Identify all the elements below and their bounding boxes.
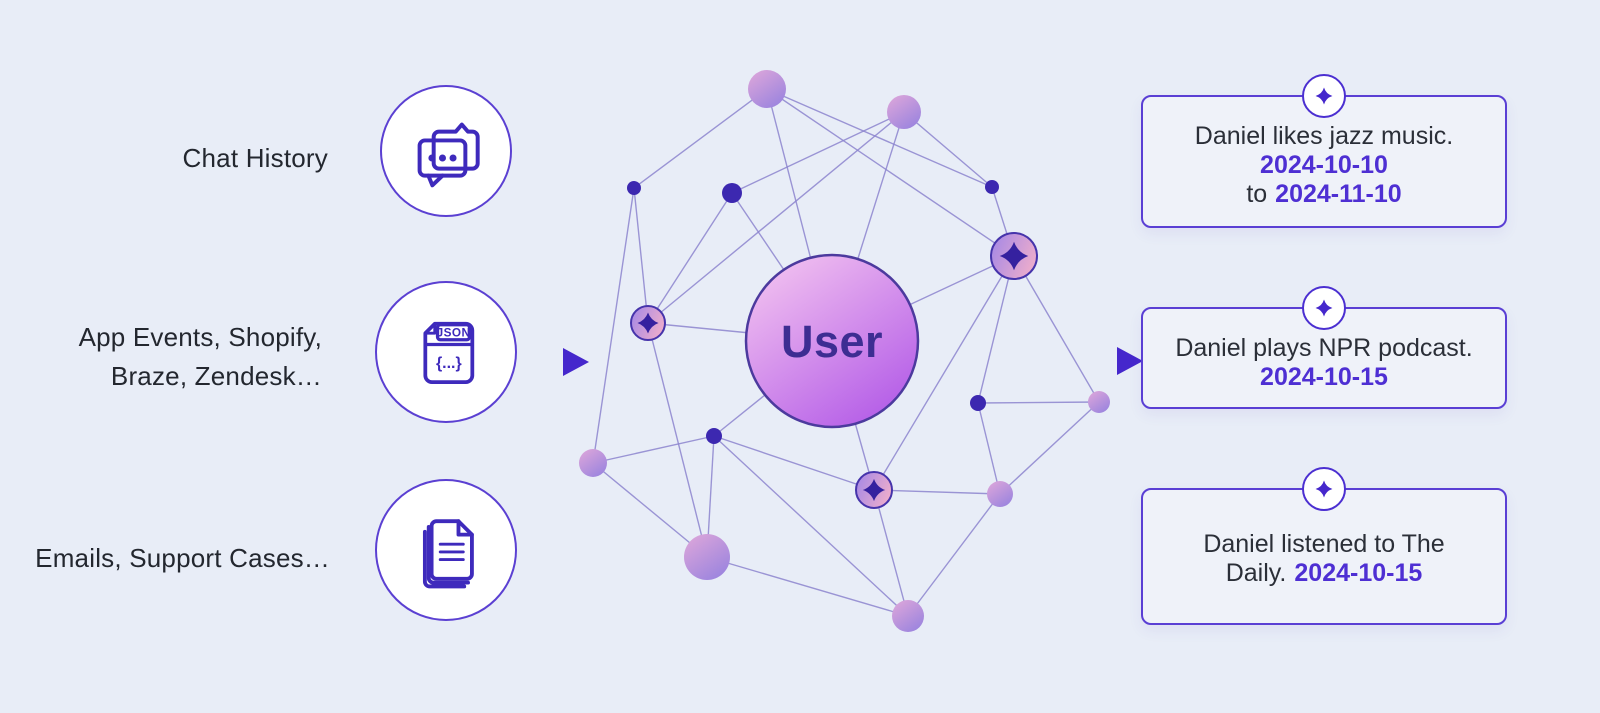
graph-edge — [873, 255, 1015, 491]
graph-edge — [647, 111, 905, 324]
json-badge-text: JSON — [437, 326, 471, 339]
memory-text: Daily. — [1225, 559, 1287, 587]
graph-edge — [647, 322, 708, 558]
source-label-emails: Emails, Support Cases… — [0, 539, 330, 578]
graph-edge — [731, 111, 905, 194]
memory-text: Daniel likes jazz music. — [1194, 122, 1454, 150]
graph-edge — [873, 489, 1001, 495]
source-icon-circle-chat — [380, 85, 512, 217]
sparkle-icon — [1315, 480, 1333, 498]
graph-node-g4 — [987, 481, 1013, 507]
sparkle-icon — [1315, 299, 1333, 317]
graph-node-t2 — [887, 95, 921, 129]
source-icon-circle-documents — [375, 479, 517, 621]
source-label-line: App Events, Shopify, — [78, 322, 322, 352]
json-body-text: {...} — [436, 355, 462, 372]
graph-edge — [713, 435, 875, 491]
graph-edge — [907, 493, 1001, 617]
card-badge — [1302, 286, 1346, 330]
sparkle-icon — [862, 478, 886, 502]
memory-date: 2024-10-15 — [1294, 559, 1423, 587]
graph-node-d1 — [627, 181, 641, 195]
graph-edge — [999, 401, 1100, 495]
graph-edge — [633, 187, 649, 324]
graph-edge — [647, 192, 733, 324]
graph-edge — [633, 88, 768, 189]
source-label-chat-history: Chat History — [0, 139, 328, 178]
graph-node-user — [744, 253, 920, 429]
card-badge — [1302, 467, 1346, 511]
graph-edge — [766, 88, 1015, 257]
memory-card-npr: Daniel plays NPR podcast. 2024-10-15 — [1141, 286, 1507, 409]
memory-date: 2024-10-10 — [1260, 151, 1388, 179]
sparkle-icon — [999, 241, 1029, 271]
graph-node-d4 — [706, 428, 722, 444]
graph-node-d3 — [985, 180, 999, 194]
graph-edge — [977, 402, 1001, 495]
graph-edge — [592, 435, 715, 464]
graph-edge — [873, 489, 909, 617]
graph-edge — [592, 462, 708, 558]
graph-node-g2 — [684, 534, 730, 580]
graph-edge — [977, 401, 1100, 404]
graph-edge — [706, 556, 909, 617]
flow-arrow-in-icon — [563, 348, 589, 376]
graph-node-g6 — [1088, 391, 1110, 413]
graph-edge — [766, 88, 993, 188]
source-label-line: Braze, Zendesk… — [110, 361, 322, 391]
source-label-line: Emails, Support Cases… — [35, 543, 330, 573]
graph-edge — [592, 187, 635, 464]
graph-node-d2 — [722, 183, 742, 203]
documents-icon — [422, 519, 474, 589]
graph-edge — [977, 255, 1015, 404]
source-icon-circle-json: JSON {...} — [375, 281, 517, 423]
memory-card-daily: Daniel listened to The Daily.2024-10-15 — [1141, 467, 1507, 625]
card-badge — [1302, 74, 1346, 118]
memory-text: Daniel listened to The — [1203, 530, 1445, 558]
memory-text: Daniel plays NPR podcast. — [1175, 334, 1473, 362]
graph-edge — [1013, 255, 1100, 403]
graph-node-g3 — [892, 600, 924, 632]
graph-node-g1 — [579, 449, 607, 477]
graph-edge — [713, 435, 909, 617]
graph-node-t1 — [748, 70, 786, 108]
sparkle-icon — [637, 312, 659, 334]
flow-arrow-out-icon — [1117, 347, 1143, 375]
graph-edge — [903, 111, 993, 188]
source-label-line: Chat History — [182, 143, 328, 173]
json-file-icon: JSON {...} — [423, 321, 475, 384]
memory-date: 2024-10-15 — [1260, 363, 1388, 391]
source-label-app-events: App Events, Shopify, Braze, Zendesk… — [0, 318, 322, 396]
chat-bubbles-icon — [417, 122, 480, 188]
user-node-label: User — [781, 316, 883, 367]
memory-date: 2024-11-10 — [1275, 180, 1402, 208]
memory-text: to — [1246, 180, 1268, 208]
graph-node-d5 — [970, 395, 986, 411]
sparkle-icon — [1315, 87, 1333, 105]
